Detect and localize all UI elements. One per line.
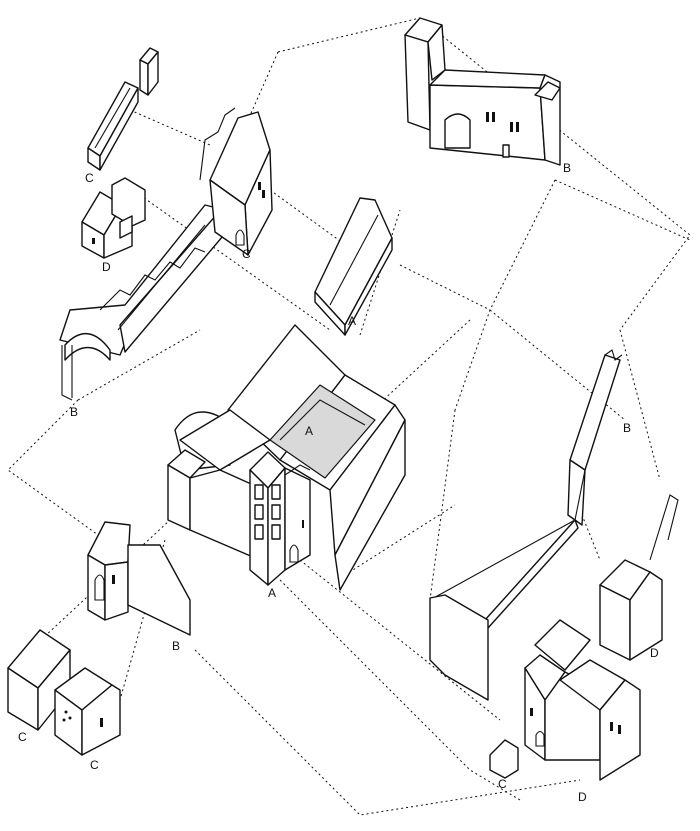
center-right-long-wall bbox=[429, 349, 623, 701]
letter-labels: A A A B B B B C C C C C D D D bbox=[18, 161, 659, 804]
lower-left-tower-wall bbox=[87, 521, 191, 636]
label-b-left-wall: B bbox=[70, 405, 78, 419]
label-a-cloister: A bbox=[305, 424, 313, 438]
label-c-house-right: C bbox=[90, 758, 99, 772]
label-a-church: A bbox=[268, 586, 276, 600]
label-c-tower: C bbox=[242, 247, 251, 261]
label-b-gatehouse: B bbox=[563, 161, 571, 175]
top-center-tower-building bbox=[199, 107, 273, 256]
label-b-right-wall: B bbox=[623, 421, 631, 435]
top-center-long-hall bbox=[314, 197, 393, 336]
bottom-right-houses bbox=[489, 494, 679, 781]
top-left-curtain-wall bbox=[59, 204, 229, 401]
label-c-range: C bbox=[85, 171, 94, 185]
label-c-house-left: C bbox=[18, 730, 27, 744]
label-b-lower-left-wall: B bbox=[172, 639, 180, 653]
top-left-range-building bbox=[87, 47, 159, 171]
label-c-small-structure: C bbox=[498, 777, 507, 791]
label-d-right-house: D bbox=[650, 646, 659, 660]
label-d-top-house: D bbox=[102, 260, 111, 274]
bottom-left-houses bbox=[7, 629, 121, 756]
top-left-house bbox=[81, 177, 146, 259]
label-d-bottom-house: D bbox=[578, 790, 587, 804]
top-right-gatehouse bbox=[404, 17, 561, 166]
central-church-and-cloister bbox=[167, 324, 406, 591]
label-a-long-hall: A bbox=[348, 314, 356, 328]
